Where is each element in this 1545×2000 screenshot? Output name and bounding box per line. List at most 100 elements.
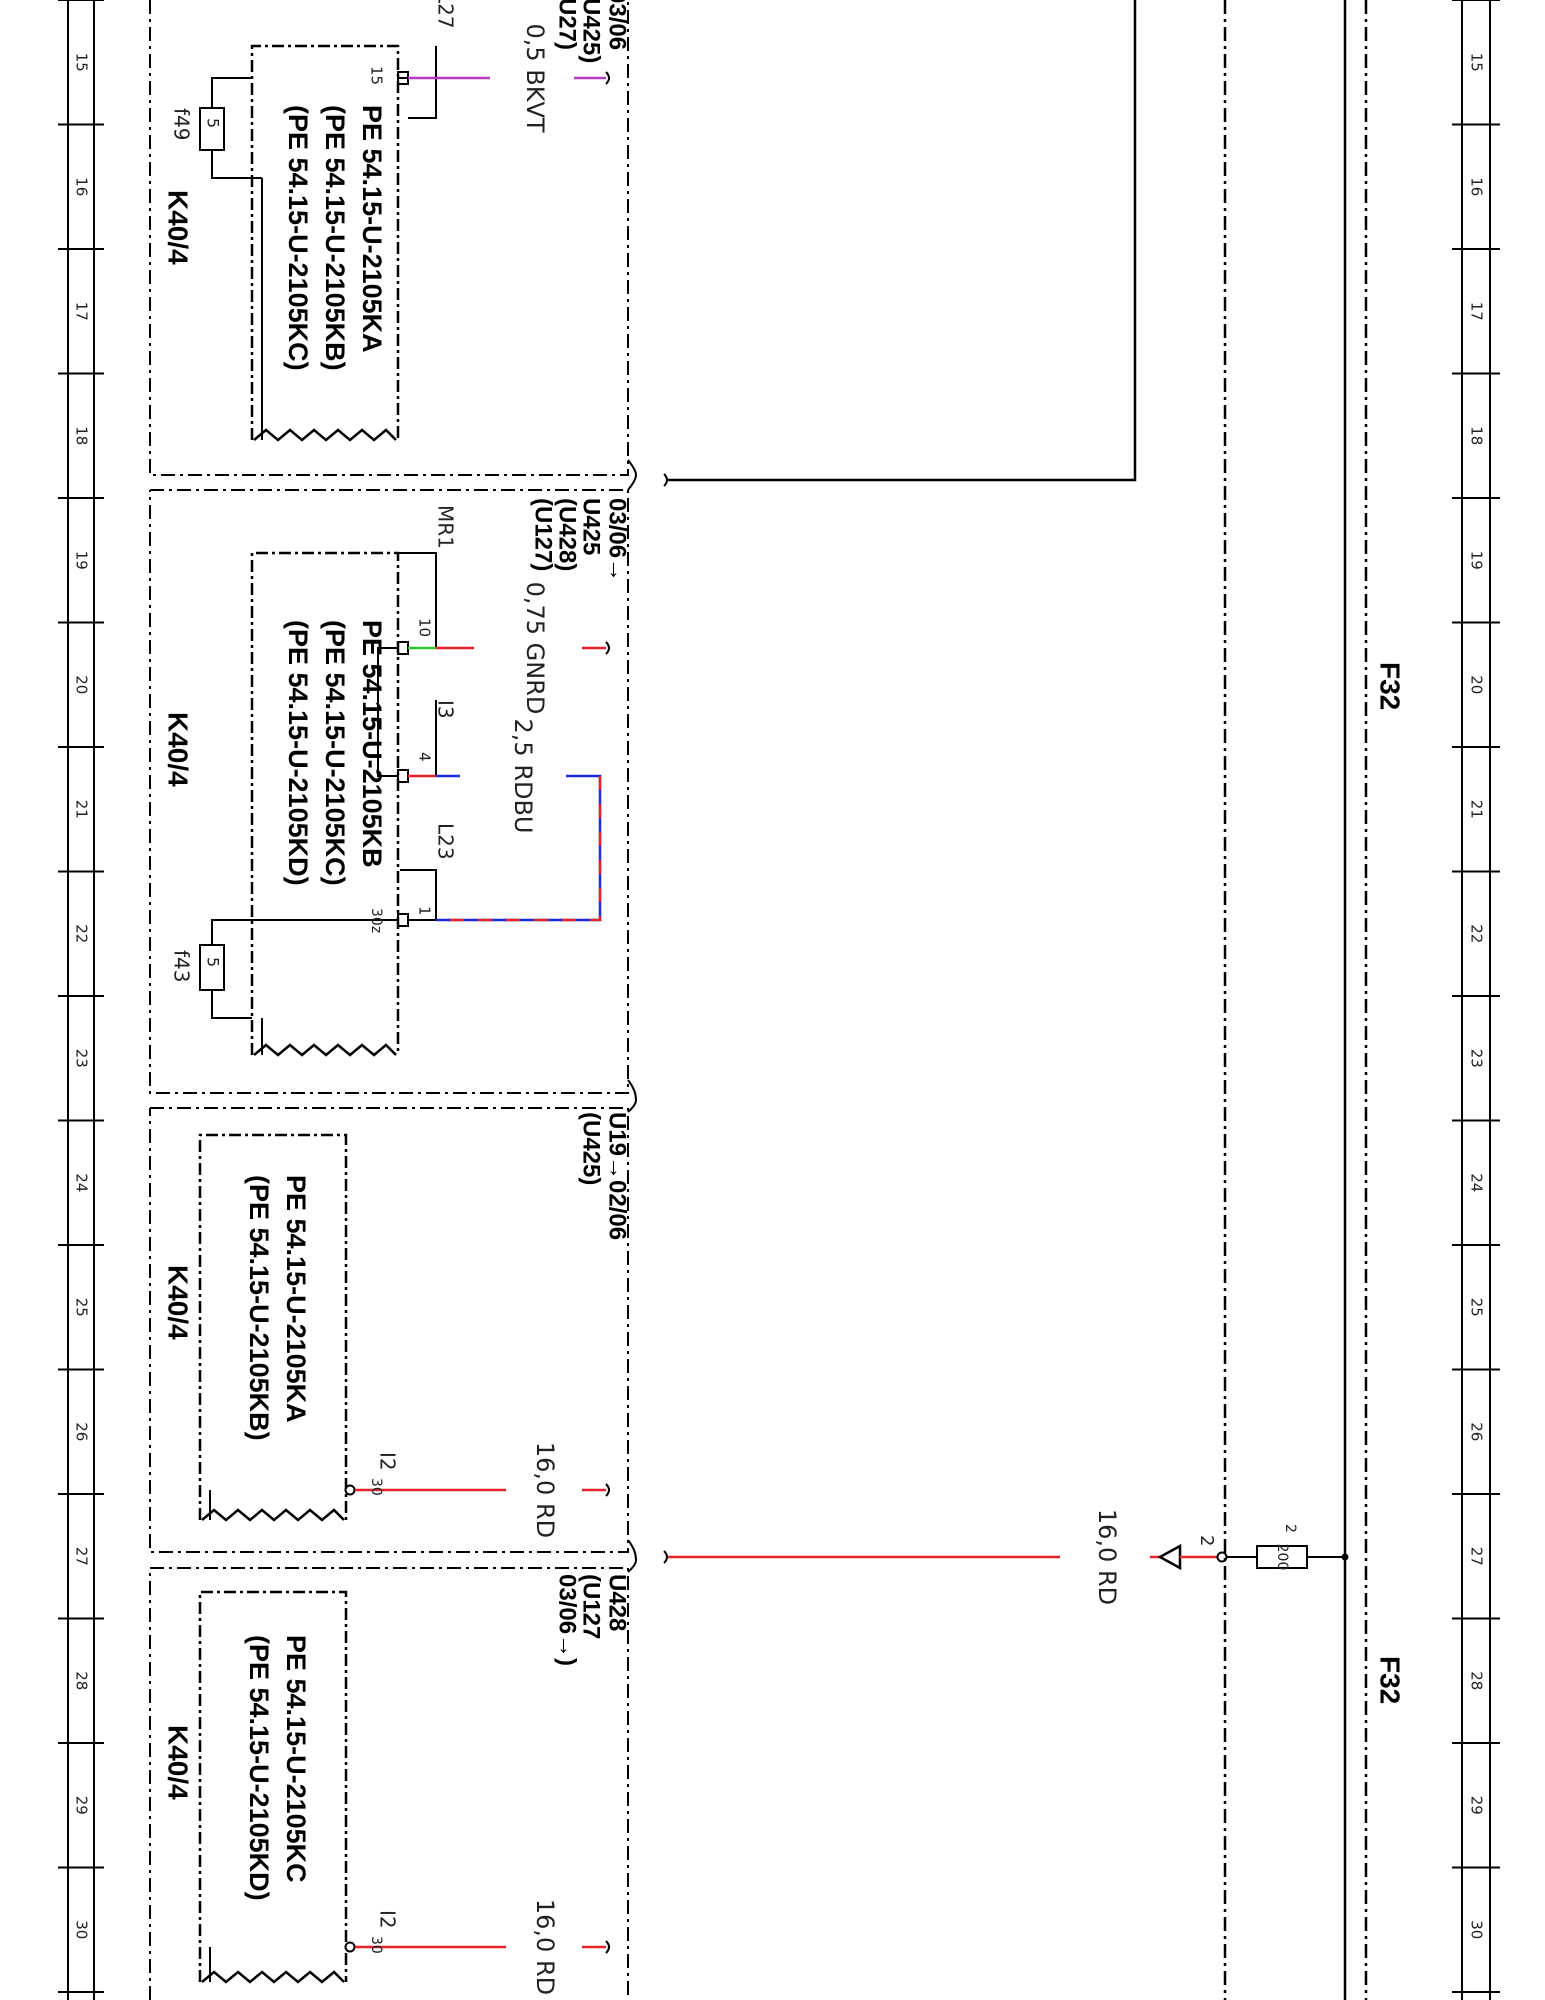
ruler-number: 26	[1468, 1422, 1486, 1441]
block-1-fuse	[199, 77, 263, 440]
connector-ref-label: I2	[376, 1452, 400, 1471]
ruler-number: 18	[73, 426, 91, 445]
ruler-number: 21	[73, 800, 91, 819]
feed-end-mark	[663, 473, 668, 487]
ruler-number: 25	[1468, 1298, 1486, 1317]
pin-label: 2	[1196, 1535, 1217, 1546]
pin-label: 30	[368, 1478, 384, 1496]
ruler-number: 27	[73, 1547, 91, 1566]
block-header-ref: (U425)	[578, 0, 605, 63]
ruler-number: 20	[73, 675, 91, 694]
block-header-ref: U19→02/06	[604, 1112, 631, 1240]
ruler-number: 22	[1468, 924, 1486, 943]
block-header-date: 03/06→)	[554, 1574, 581, 1666]
block-2-fuse	[199, 944, 225, 991]
block-header-ref: (U425)	[578, 1112, 605, 1185]
wire-end-mark	[663, 1550, 668, 1564]
block-header-ref: U425	[578, 498, 605, 555]
part-ref: PE 54.15-U-2105KA	[281, 1175, 311, 1423]
block-header-ref: (U127	[578, 1574, 605, 1639]
fuse-label: f43	[170, 950, 194, 983]
ruler-number: 28	[73, 1671, 91, 1690]
block-header-date: 03/06→	[604, 498, 631, 582]
ruler-number: 26	[73, 1422, 91, 1441]
part-ref: (PE 54.15-U-2105KC)	[320, 620, 350, 886]
wire-end-mark	[605, 1483, 610, 1497]
wire-label: 0,5 BKVT	[521, 23, 549, 132]
fuse-200	[1227, 1545, 1349, 1569]
ruler-number: 18	[1468, 426, 1486, 445]
ruler-number: 24	[73, 1173, 91, 1192]
bus-label: F32	[1375, 1656, 1406, 1704]
block-header-date: 03/06	[604, 0, 631, 50]
connector-frames	[198, 44, 400, 1982]
ruler-number: 23	[1468, 1049, 1486, 1068]
connector-ref-label: MR1	[434, 505, 458, 549]
part-ref: (PE 54.15-U-2105KD)	[283, 620, 313, 886]
wire-end-mark	[605, 1940, 610, 1954]
pin-label: 1	[416, 906, 434, 916]
connector-ref-label: I2	[376, 1910, 400, 1929]
connector-ref-label: I3	[434, 700, 458, 719]
ruler-number: 16	[1468, 177, 1486, 196]
ruler-number: 15	[1468, 53, 1486, 72]
pin-label: 15	[368, 66, 386, 85]
block-header-ref: (U127)	[530, 498, 557, 571]
ruler-number: 22	[73, 924, 91, 943]
f32-frame	[1223, 0, 1368, 2000]
wire-label: 0,75 GNRD	[521, 582, 549, 715]
component-label: K40/4	[163, 712, 194, 787]
fuse-label: f49	[170, 108, 194, 141]
wire-end-mark	[605, 71, 610, 85]
fuse-value: 200	[1274, 1544, 1290, 1571]
component-label: K40/4	[163, 1725, 194, 1800]
ruler-number: 19	[73, 551, 91, 570]
ruler-number: 17	[73, 302, 91, 321]
wire-label: 16,0 RD	[531, 1899, 559, 1995]
ruler-number: 16	[73, 177, 91, 196]
wire-label: 2,5 RDBU	[509, 719, 537, 834]
part-ref: (PE 54.15-U-2105KB)	[244, 1175, 274, 1441]
component-label: K40/4	[163, 190, 194, 265]
block-header-ref: (U27)	[554, 0, 581, 50]
ruler-number: 29	[1468, 1796, 1486, 1815]
fuse-value: 5	[204, 957, 223, 967]
ruler-number: 30	[1468, 1920, 1486, 1939]
block-braces	[627, 459, 638, 1573]
part-ref: PE 54.15-U-2105KC	[281, 1635, 311, 1883]
ruler-number: 23	[73, 1049, 91, 1068]
block-1-pin-connection	[397, 46, 437, 119]
pin-label: 30	[368, 1936, 384, 1954]
ruler-number: 20	[1468, 675, 1486, 694]
ruler-number: 21	[1468, 800, 1486, 819]
pin-label: 30z	[368, 908, 384, 933]
connector-arrow-icon	[1157, 1543, 1182, 1571]
connector-zigzags	[201, 428, 397, 1984]
fuse-value: 5	[204, 118, 223, 128]
part-ref: (PE 54.15-U-2105KB)	[320, 105, 350, 371]
ruler-number: 29	[73, 1796, 91, 1815]
ruler-number: 19	[1468, 551, 1486, 570]
part-ref: (PE 54.15-U-2105KC)	[283, 105, 313, 371]
pin-label: 10	[416, 618, 434, 637]
block-frames	[149, 0, 629, 2000]
part-ref: (PE 54.15-U-2105KD)	[244, 1635, 274, 1901]
ruler-number: 17	[1468, 302, 1486, 321]
connector-ref-label: L27	[434, 0, 458, 29]
block-3-wiring	[209, 1484, 356, 1520]
wire-end-mark	[605, 641, 610, 655]
component-label: K40/4	[163, 1265, 194, 1340]
ruler-number: 25	[73, 1298, 91, 1317]
feed-line-block-1	[668, 0, 1137, 482]
bus-label: F32	[1375, 662, 1406, 710]
wire-label: 16,0 RD	[1093, 1509, 1121, 1605]
ruler-number: 27	[1468, 1547, 1486, 1566]
ruler-number: 28	[1468, 1671, 1486, 1690]
wire-2-5-rdbu-stripe	[436, 776, 602, 922]
ruler-number: 15	[73, 53, 91, 72]
pin-label: 4	[416, 752, 434, 762]
part-ref: PE 54.15-U-2105KB	[357, 620, 387, 868]
